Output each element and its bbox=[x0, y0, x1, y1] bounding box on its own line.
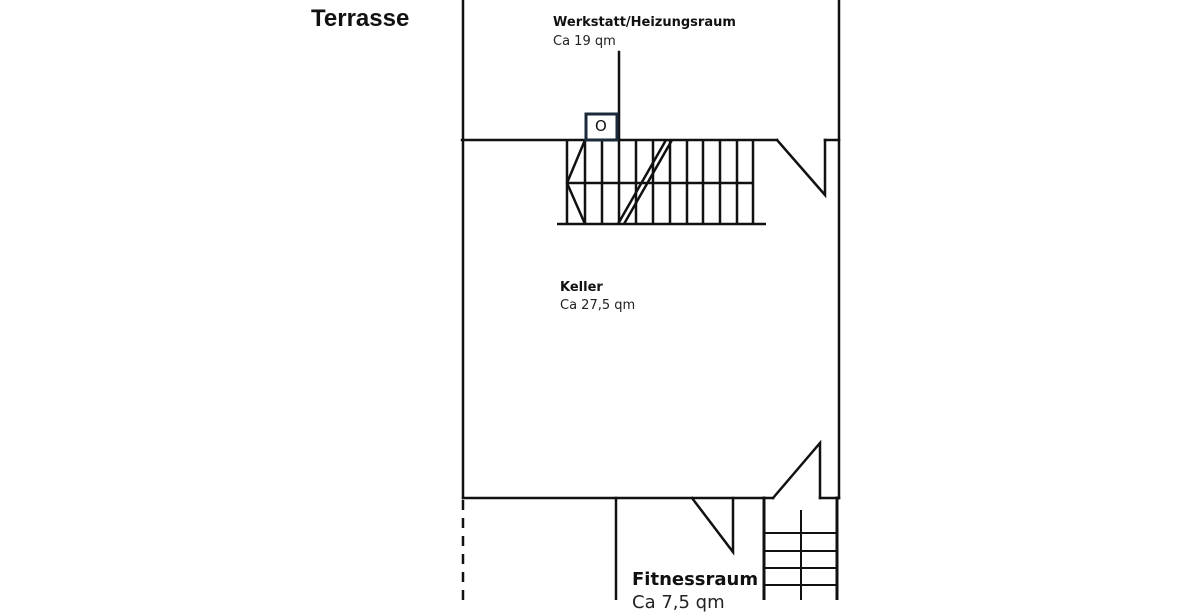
keller-room-name: Keller bbox=[560, 280, 603, 295]
fitness-room-name: Fitnessraum bbox=[632, 569, 759, 590]
werkstatt-room-name: Werkstatt/Heizungsraum bbox=[553, 15, 736, 30]
lower-staircase bbox=[764, 510, 837, 600]
door-swing-upper bbox=[775, 138, 827, 199]
keller-room-area: Ca 27,5 qm bbox=[560, 298, 636, 313]
door-swing-fitness bbox=[690, 496, 735, 556]
heater-box bbox=[584, 112, 619, 142]
upper-staircase bbox=[557, 139, 766, 226]
door-swing-lower bbox=[771, 439, 822, 500]
terrasse-label: Terrasse bbox=[311, 5, 410, 32]
werkstatt-room-area: Ca 19 qm bbox=[553, 34, 616, 49]
heater-icon: O bbox=[595, 117, 607, 135]
fitness-room-area: Ca 7,5 qm bbox=[632, 592, 725, 613]
floor-plan bbox=[460, 0, 841, 600]
